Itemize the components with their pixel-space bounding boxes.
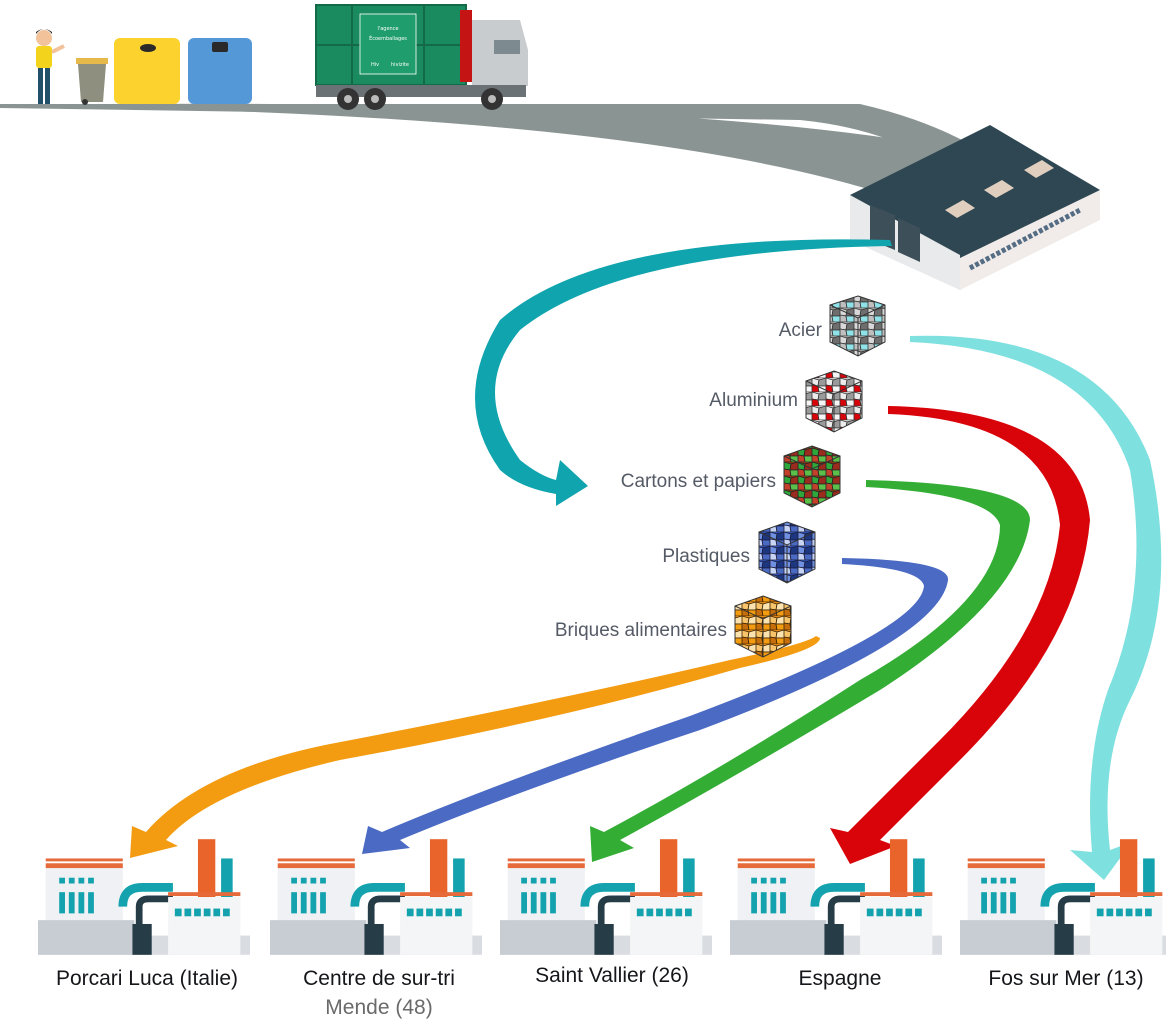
factory-fos-icon (960, 839, 1166, 955)
factory-centre-icon (270, 839, 482, 955)
flow-acier (910, 335, 1162, 880)
sorting-warehouse-icon (850, 125, 1100, 290)
truck-line-4: hivizite (391, 62, 409, 68)
plastic-bale-icon (758, 521, 816, 584)
sorting-arrow (475, 239, 892, 507)
material-label-briques: Briques alimentaires (555, 620, 727, 641)
carton-brick-bale-icon (734, 595, 792, 658)
truck-line-1: l'agence (377, 26, 398, 32)
blue-container-icon (188, 38, 252, 104)
material-label-plastiques: Plastiques (662, 546, 750, 567)
material-label-cartons: Cartons et papiers (621, 471, 776, 492)
material-label-aluminium: Aluminium (709, 390, 798, 411)
destination-label-centre: Centre de sur-tri (303, 967, 455, 990)
collection-road-wide (120, 103, 960, 210)
aluminium-bale-icon (805, 370, 863, 433)
flow-aluminium (830, 406, 1090, 864)
flow-briques (130, 636, 820, 858)
destination-label-saint-vallier: Saint Vallier (26) (535, 964, 689, 987)
factory-porcari-icon (38, 839, 250, 955)
yellow-container-icon (114, 38, 180, 104)
collection-road (0, 104, 980, 180)
destination-label-fos: Fos sur Mer (13) (988, 967, 1143, 990)
person-recycling-icon (36, 29, 65, 104)
cardboard-bale-icon (783, 445, 841, 508)
flow-cartons (590, 480, 1030, 862)
destination-sub-centre: Mende (48) (325, 996, 432, 1019)
garbage-truck-icon: l'agence Écoemballages Hiv hivizite (315, 4, 528, 110)
factory-espagne-icon (730, 839, 942, 955)
grey-bin-icon (76, 58, 108, 105)
destination-label-porcari: Porcari Luca (Italie) (56, 967, 238, 990)
destination-label-espagne: Espagne (799, 967, 882, 990)
steel-bale-icon (829, 295, 886, 357)
flow-plastiques (362, 558, 949, 854)
truck-line-3: Hiv (371, 62, 379, 68)
truck-line-2: Écoemballages (369, 34, 407, 42)
material-label-acier: Acier (779, 320, 823, 341)
